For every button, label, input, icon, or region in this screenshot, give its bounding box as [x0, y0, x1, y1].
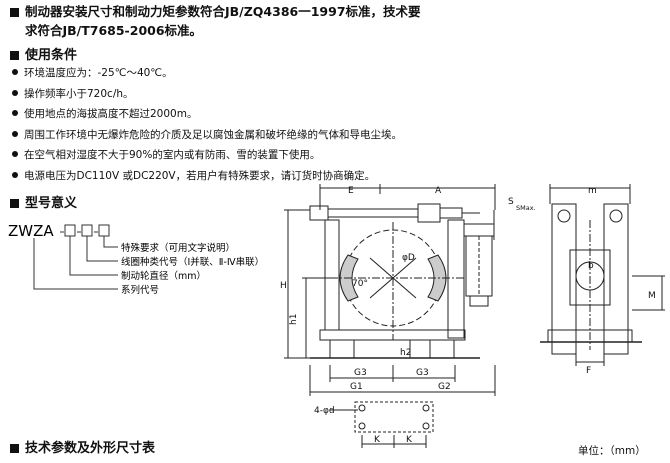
dim-F: F: [586, 366, 591, 376]
bullet-square-icon: [10, 444, 19, 453]
model-heading: 型号意义: [25, 196, 78, 211]
conditions-heading: 使用条件: [25, 48, 78, 63]
condition-item: 操作频率小于720c/h。: [12, 87, 402, 108]
dim-G2: G2: [438, 382, 451, 392]
model-code-diagram: ZWZA 特殊要求（可用文字说明） 线圈种类代号（Ⅰ并联、Ⅱ-Ⅳ串联） 制动轮直…: [8, 222, 264, 296]
code-slot-box: [81, 224, 93, 237]
bullet-square-icon: [10, 8, 19, 17]
dim-G3-right: G3: [416, 368, 429, 378]
bullet-dot-icon: [12, 130, 18, 137]
condition-item: 环境温度应为：-25℃～40℃。: [12, 66, 402, 87]
bullet-dot-icon: [12, 110, 18, 116]
dim-angle: 70°: [352, 279, 368, 289]
intro-line-2: 求符合JB/T7685-2006标准。: [25, 23, 203, 38]
condition-item: 电源电压为DC110V 或DC220V，若用户有特殊要求，请订货时协商确定。: [12, 169, 402, 190]
dim-h1: h1: [289, 314, 299, 325]
bullet-square-icon: [10, 51, 19, 60]
dim-Smax: SMax.: [516, 204, 536, 212]
dim-K-left: K: [374, 435, 381, 445]
footer-heading: 技术参数及外形尺寸表: [25, 441, 156, 456]
brake-technical-drawing: E A m S SMax. H h1 h2 φD 70° G3 G3 G1 G2…: [280, 184, 665, 448]
model-label-special: 特殊要求（可用文字说明）: [121, 242, 235, 254]
conditions-list: 环境温度应为：-25℃～40℃。 操作频率小于720c/h。 使用地点的海拔高度…: [12, 66, 402, 189]
intro-block: 制动器安装尺寸和制动力矩参数符合JB/ZQ4386一1997标准，技术要 求符合…: [10, 2, 421, 40]
dim-G1: G1: [350, 382, 363, 392]
dim-M: M: [648, 291, 656, 301]
dim-H: H: [280, 281, 287, 291]
dim-h2: h2: [400, 348, 411, 358]
model-code: ZWZA: [8, 222, 54, 240]
conditions-heading-row: 使用条件: [10, 44, 77, 63]
bullet-square-icon: [10, 199, 19, 208]
intro-line-1: 制动器安装尺寸和制动力矩参数符合JB/ZQ4386一1997标准，技术要: [25, 4, 421, 19]
dim-S: S: [508, 197, 514, 207]
model-heading-row: 型号意义: [10, 192, 77, 211]
footer-heading-row: 技术参数及外形尺寸表: [10, 437, 155, 456]
model-label-series: 系列代号: [121, 284, 159, 296]
dim-4-phi-d: 4-φd: [314, 406, 335, 416]
dim-phiD: φD: [402, 253, 415, 263]
condition-item: 使用地点的海拔高度不超过2000m。: [12, 107, 402, 128]
bullet-dot-icon: [12, 151, 18, 157]
bullet-dot-icon: [12, 171, 18, 178]
dim-b: b: [588, 261, 594, 271]
model-label-diameter: 制动轮直径（mm）: [121, 270, 206, 282]
code-slot-box: [98, 224, 110, 237]
condition-item: 在空气相对湿度不大于90%的室内或有防雨、雪的装置下使用。: [12, 148, 402, 169]
bullet-dot-icon: [12, 69, 18, 75]
dim-E: E: [348, 186, 354, 196]
dim-G3-left: G3: [354, 368, 367, 378]
dim-A: A: [435, 186, 442, 196]
model-label-coil: 线圈种类代号（Ⅰ并联、Ⅱ-Ⅳ串联）: [121, 256, 264, 268]
dim-K-right: K: [406, 435, 413, 445]
condition-item: 周围工作环境中无爆炸危险的介质及足以腐蚀金属和破坏绝缘的气体和导电尘埃。: [12, 128, 402, 149]
dim-m: m: [588, 186, 597, 196]
bullet-dot-icon: [12, 89, 18, 96]
unit-label: 单位：（mm）: [578, 445, 646, 457]
code-slot-box: [64, 224, 76, 237]
